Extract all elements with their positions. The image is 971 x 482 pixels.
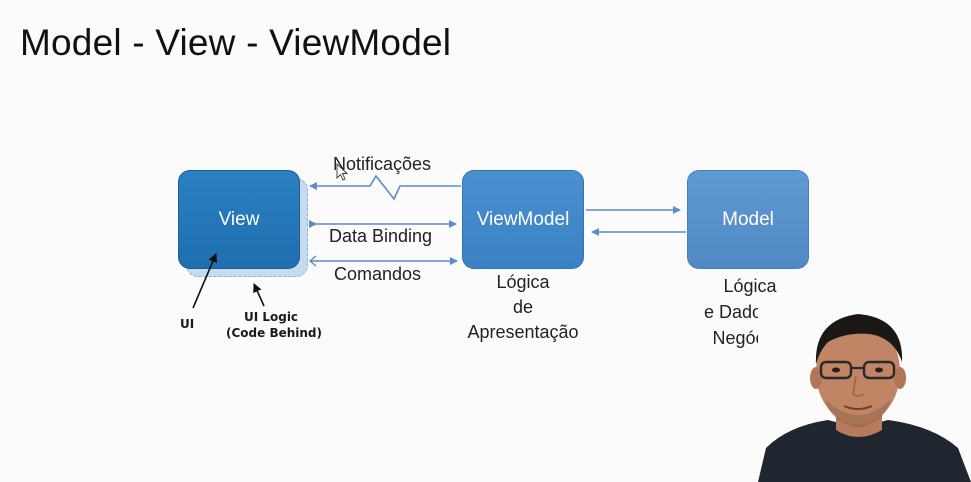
slide-title: Model - View - ViewModel [20, 22, 452, 63]
presenter-avatar-icon [758, 298, 971, 482]
model-box: Model [687, 170, 809, 269]
viewmodel-caption: Lógica de Apresentação [453, 270, 593, 345]
view-box-label: View [218, 208, 260, 230]
notifications-arrow [309, 174, 461, 201]
presenter-webcam [758, 298, 971, 482]
ui-logic-pointer-arrow [253, 283, 265, 307]
notifications-label: Notificações [333, 154, 432, 174]
view-box: View [178, 170, 300, 269]
model-box-label: Model [722, 208, 774, 230]
model-caption-line1: Lógica [723, 276, 777, 296]
ui-logic-line1: UI Logic [243, 310, 299, 324]
ui-annotation-label: UI [180, 317, 195, 331]
ui-logic-annotation: UI Logic (Code Behind) [226, 309, 322, 341]
viewmodel-caption-line1: Lógica [496, 272, 550, 292]
viewmodel-box-label: ViewModel [476, 208, 570, 230]
viewmodel-box: ViewModel [462, 170, 584, 269]
commands-label: Comandos [334, 264, 422, 284]
data-binding-label: Data Binding [329, 226, 433, 246]
ui-logic-line2: (Code Behind) [226, 326, 322, 340]
viewmodel-caption-line3: Apresentação [467, 322, 579, 342]
viewmodel-caption-line2: de [512, 297, 534, 317]
